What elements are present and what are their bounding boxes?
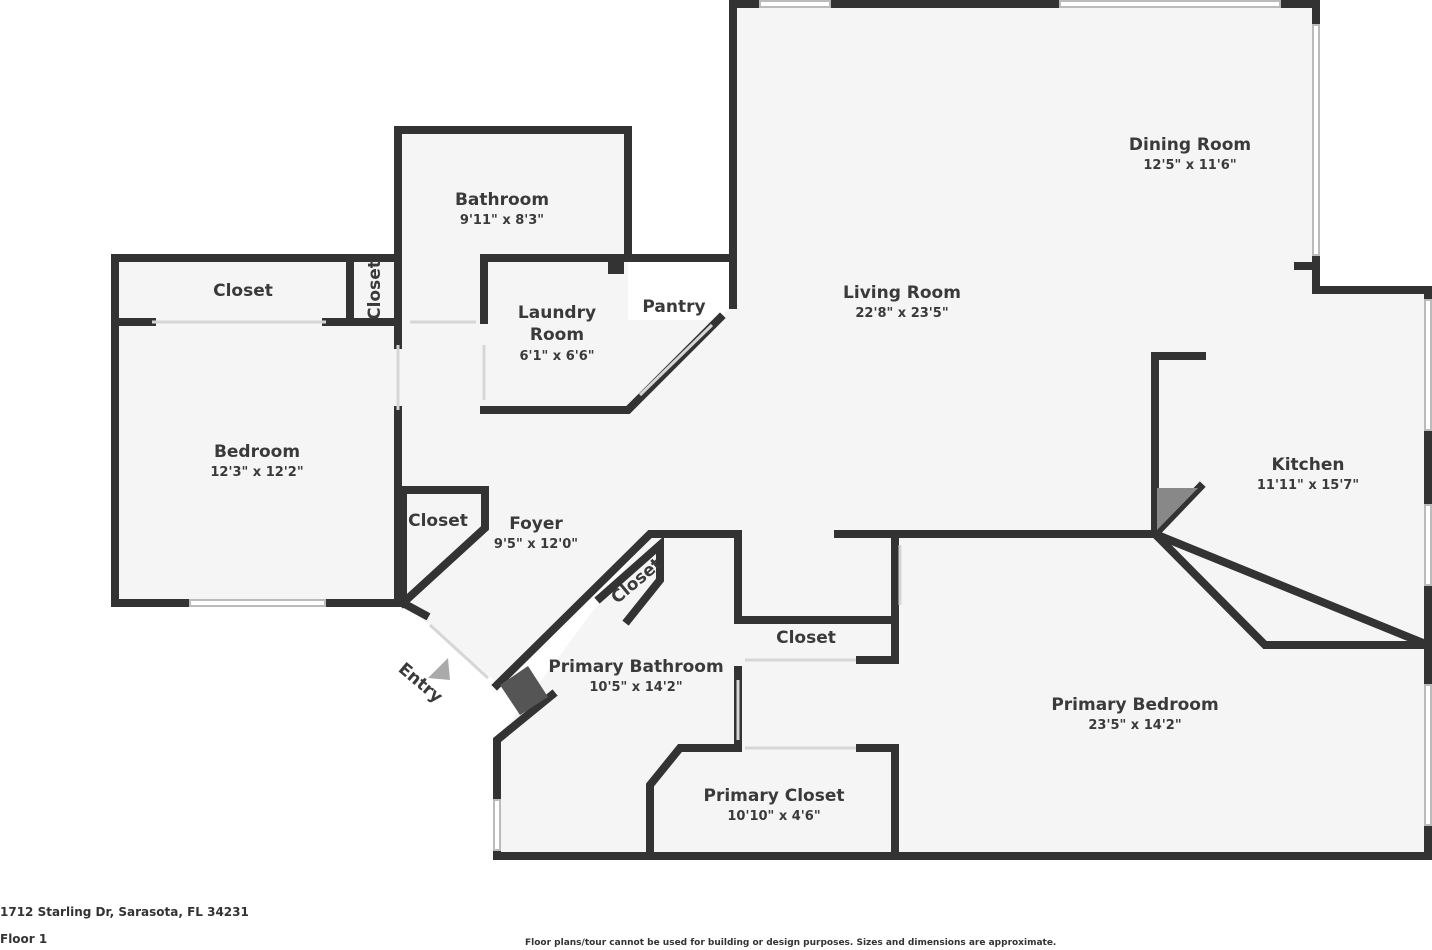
laundry-room-dims: 6'1" x 6'6" bbox=[519, 349, 594, 364]
living-room-dims: 22'8" x 23'5" bbox=[855, 306, 948, 321]
primary-closet-name: Primary Closet bbox=[704, 786, 845, 806]
bedroom-dims: 12'3" x 12'2" bbox=[210, 465, 303, 480]
entry-label: Entry bbox=[394, 659, 446, 707]
kitchen-name: Kitchen bbox=[1272, 455, 1345, 475]
entry-arrow-icon bbox=[428, 658, 450, 680]
foyer-name: Foyer bbox=[509, 514, 563, 534]
primary-bedroom-name: Primary Bedroom bbox=[1051, 695, 1218, 715]
foyer-dims: 9'5" x 12'0" bbox=[494, 537, 578, 552]
primary-closet-dims: 10'10" x 4'6" bbox=[727, 809, 820, 824]
primary-bedroom-dims: 23'5" x 14'2" bbox=[1088, 718, 1181, 733]
foyer-closet-name: Closet bbox=[408, 511, 468, 531]
laundry-room-name-1: Laundry bbox=[518, 303, 596, 323]
bathroom-dims: 9'11" x 8'3" bbox=[460, 213, 544, 228]
dining-room-name: Dining Room bbox=[1129, 135, 1251, 155]
floor-fills bbox=[115, 4, 1428, 856]
laundry-room-name-2: Room bbox=[530, 325, 584, 345]
pantry-name: Pantry bbox=[642, 297, 705, 317]
bathroom-name: Bathroom bbox=[455, 190, 549, 210]
property-address: 1712 Starling Dr, Sarasota, FL 34231 bbox=[0, 905, 249, 919]
room-labels: Dining Room 12'5" x 11'6" Living Room 22… bbox=[210, 135, 1359, 824]
dining-room-dims: 12'5" x 11'6" bbox=[1143, 158, 1236, 173]
primary-bathroom-dims: 10'5" x 14'2" bbox=[589, 680, 682, 695]
living-room-name: Living Room bbox=[843, 283, 961, 303]
disclaimer-text: Floor plans/tour cannot be used for buil… bbox=[525, 938, 1057, 948]
openings bbox=[152, 0, 1432, 851]
bedroom-name: Bedroom bbox=[214, 442, 300, 462]
closet-vertical-name: Closet bbox=[365, 260, 385, 320]
primary-bathroom-name: Primary Bathroom bbox=[548, 657, 723, 677]
closet-middle-name: Closet bbox=[776, 628, 836, 648]
closet-top-name: Closet bbox=[213, 281, 273, 301]
kitchen-dims: 11'11" x 15'7" bbox=[1257, 478, 1359, 493]
floor-label: Floor 1 bbox=[0, 932, 48, 946]
